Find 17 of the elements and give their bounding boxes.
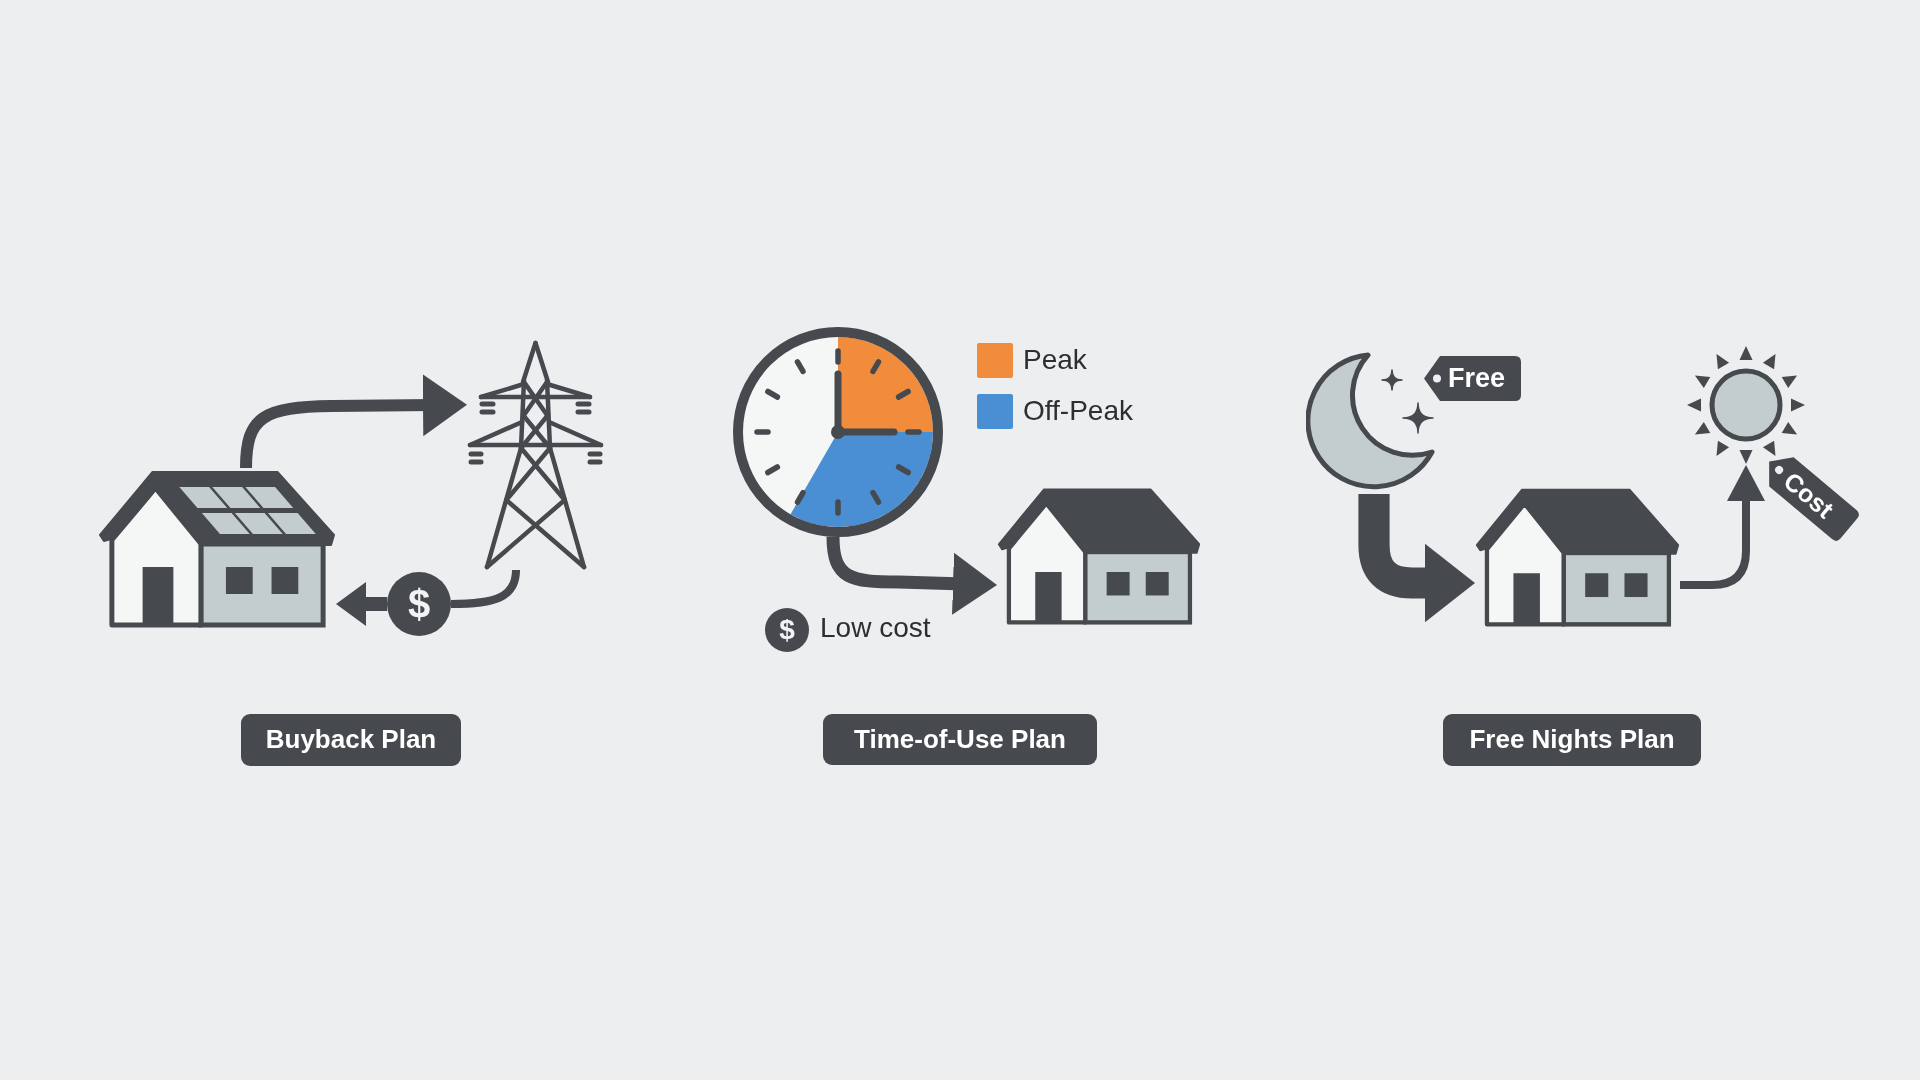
sun-icon xyxy=(1686,345,1806,465)
dollar-coin: $ xyxy=(765,608,809,652)
arrow xyxy=(336,582,387,626)
cost-label: Low cost xyxy=(820,614,931,642)
house-icon xyxy=(997,486,1201,625)
solar-house-icon xyxy=(98,468,336,628)
plan-label: Time-of-Use Plan xyxy=(823,714,1097,765)
plan-label: Free Nights Plan xyxy=(1443,714,1701,766)
dollar-coin: $ xyxy=(387,572,451,636)
power-pylon-icon xyxy=(467,340,604,570)
connector-line xyxy=(450,569,520,608)
house-icon xyxy=(1475,486,1680,627)
legend-label: Off-Peak xyxy=(1023,397,1133,425)
clock-icon xyxy=(733,327,943,537)
plan-label: Buyback Plan xyxy=(241,714,461,766)
price-tag: Free xyxy=(1424,356,1521,401)
legend-label: Peak xyxy=(1023,346,1087,374)
